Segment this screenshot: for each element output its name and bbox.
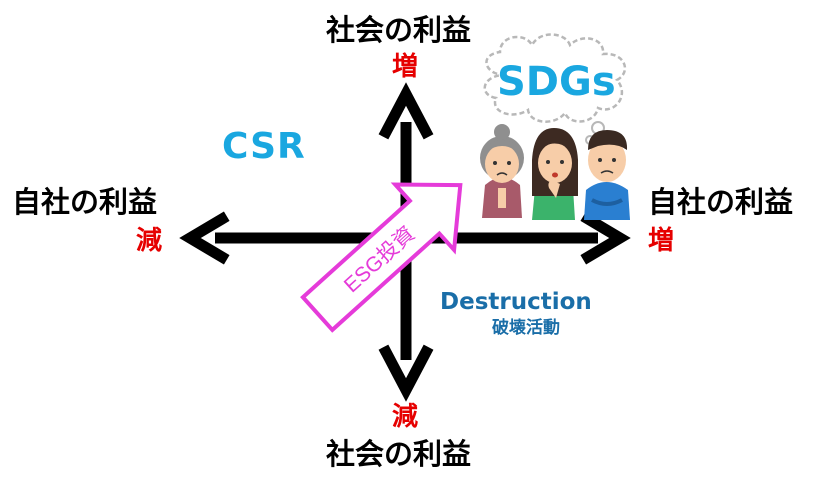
top-axis-label: 社会の利益 [326, 13, 472, 47]
woman-icon [532, 128, 578, 220]
elderly-person-icon [480, 124, 524, 218]
arrow-right-head [580, 211, 631, 265]
arrow-left-head [179, 211, 230, 265]
right-direction: 増 [648, 226, 675, 256]
man-icon [584, 130, 630, 220]
left-direction: 減 [136, 226, 163, 256]
destruction-label: Destruction [440, 289, 592, 315]
sdgs-label: SDGs [497, 59, 616, 105]
bottom-direction: 減 [392, 402, 419, 432]
esg-investment-arrow: ESG投資 [300, 182, 463, 333]
left-axis-label: 自社の利益 [12, 185, 158, 219]
arrow-up-head [378, 82, 434, 140]
csr-label: CSR [222, 126, 306, 167]
top-direction: 増 [392, 52, 419, 82]
people-illustration [480, 124, 630, 220]
bottom-axis-label: 社会の利益 [326, 437, 472, 471]
arrow-down-head [378, 344, 434, 402]
destruction-sublabel: 破壊活動 [492, 318, 560, 338]
right-axis-label: 自社の利益 [648, 185, 794, 219]
